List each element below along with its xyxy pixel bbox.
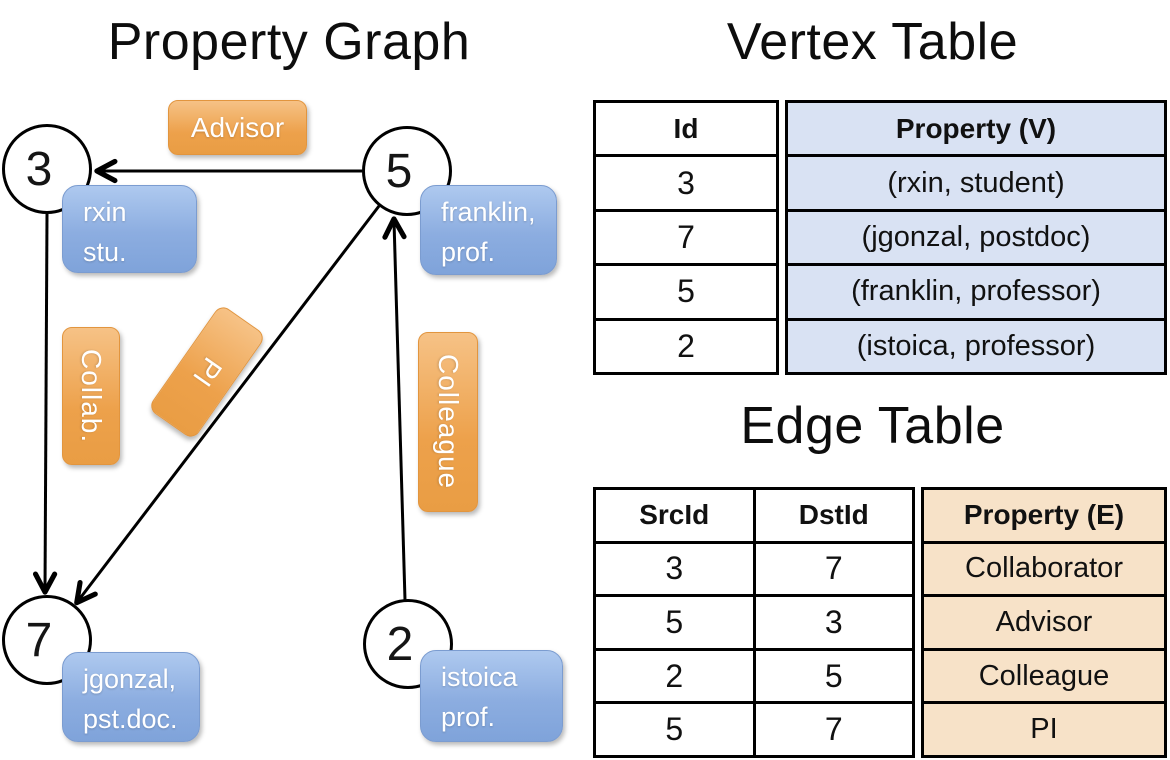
vertex-property-line: stu. xyxy=(83,237,127,267)
graph-node-5: 5 xyxy=(362,126,452,216)
property-graph-title: Property Graph xyxy=(107,13,471,71)
table-cell: (franklin, professor) xyxy=(788,263,1164,317)
table-cell: 3 xyxy=(752,597,913,648)
vertex-property-line: franklin, xyxy=(441,197,536,227)
vertex-table-header-property: Property (V) xyxy=(895,112,1057,144)
node-id-label: 5 xyxy=(385,144,413,198)
vertex-property-line: jgonzal, xyxy=(83,664,177,694)
edge-pi-5-to-7 xyxy=(74,205,381,606)
edge-table-title: Edge Table xyxy=(740,397,1005,455)
vertex-property-box-istoica: istoica prof. xyxy=(420,650,563,742)
edge-collab-3-to-7 xyxy=(32,213,58,595)
edge-table-property-column: Property (E) Collaborator Advisor Collea… xyxy=(921,487,1167,758)
table-cell: 5 xyxy=(665,711,684,748)
edge-table-id-columns: SrcId DstId 3 7 5 3 2 5 xyxy=(593,487,915,758)
table-cell: 5 xyxy=(752,650,913,702)
node-id-label: 3 xyxy=(25,142,53,196)
edge-table-header-property: Property (E) xyxy=(963,499,1125,531)
table-cell: Advisor xyxy=(924,594,1164,648)
vertex-table-header-id: Id xyxy=(673,112,699,144)
edge-label-advisor: Advisor xyxy=(168,100,307,155)
edge-table: SrcId DstId 3 7 5 3 2 5 xyxy=(593,487,1167,758)
table-row: 5 3 xyxy=(596,594,912,648)
table-cell: 7 xyxy=(596,208,776,263)
table-cell: (istoica, professor) xyxy=(788,317,1164,372)
table-cell: 3 xyxy=(596,154,776,208)
edge-table-header-srcid: SrcId xyxy=(639,499,710,531)
node-id-label: 7 xyxy=(25,613,53,667)
table-cell: Collaborator xyxy=(924,540,1164,595)
table-cell: PI xyxy=(924,701,1164,755)
vertex-property-line: rxin xyxy=(83,197,127,227)
edge-colleague-2-to-5 xyxy=(382,216,407,601)
vertex-property-box-rxin: rxin stu. xyxy=(62,185,197,273)
table-cell: 2 xyxy=(665,657,684,694)
graph-node-2: 2 xyxy=(363,599,453,689)
edge-table-header-row: SrcId DstId xyxy=(596,490,912,541)
node-id-label: 2 xyxy=(386,617,414,671)
table-cell: 7 xyxy=(752,704,913,755)
table-cell: 3 xyxy=(665,550,684,587)
vertex-property-line: istoica xyxy=(441,662,518,692)
table-cell: 5 xyxy=(596,263,776,317)
vertex-property-line: pst.doc. xyxy=(83,704,178,734)
table-row: 3 7 xyxy=(596,540,913,595)
edge-label-colleague: Colleague xyxy=(418,332,478,512)
graph-edges xyxy=(32,158,407,606)
table-cell: (jgonzal, postdoc) xyxy=(788,208,1164,263)
vertex-property-box-franklin: franklin, prof. xyxy=(420,185,557,275)
vertex-table: Id 3 7 5 2 Property (V) (rxin, student) … xyxy=(593,100,1167,375)
table-cell: (rxin, student) xyxy=(788,154,1164,208)
table-row: 2 5 xyxy=(596,647,913,702)
table-cell: Colleague xyxy=(924,647,1164,702)
table-row: 5 7 xyxy=(596,701,912,755)
vertex-table-title: Vertex Table xyxy=(726,13,1019,71)
vertex-property-box-jgonzal: jgonzal, pst.doc. xyxy=(62,652,200,742)
table-cell: 7 xyxy=(752,543,913,595)
vertex-table-id-column: Id 3 7 5 2 xyxy=(593,100,779,375)
edge-label-collab: Collab. xyxy=(62,327,120,465)
vertex-property-line: prof. xyxy=(441,237,496,267)
vertex-table-property-column: Property (V) (rxin, student) (jgonzal, p… xyxy=(785,100,1167,375)
table-cell: 2 xyxy=(596,317,776,372)
table-cell: 5 xyxy=(665,603,684,640)
vertex-property-line: prof. xyxy=(441,702,496,732)
edge-table-header-dstid: DstId xyxy=(752,490,913,541)
